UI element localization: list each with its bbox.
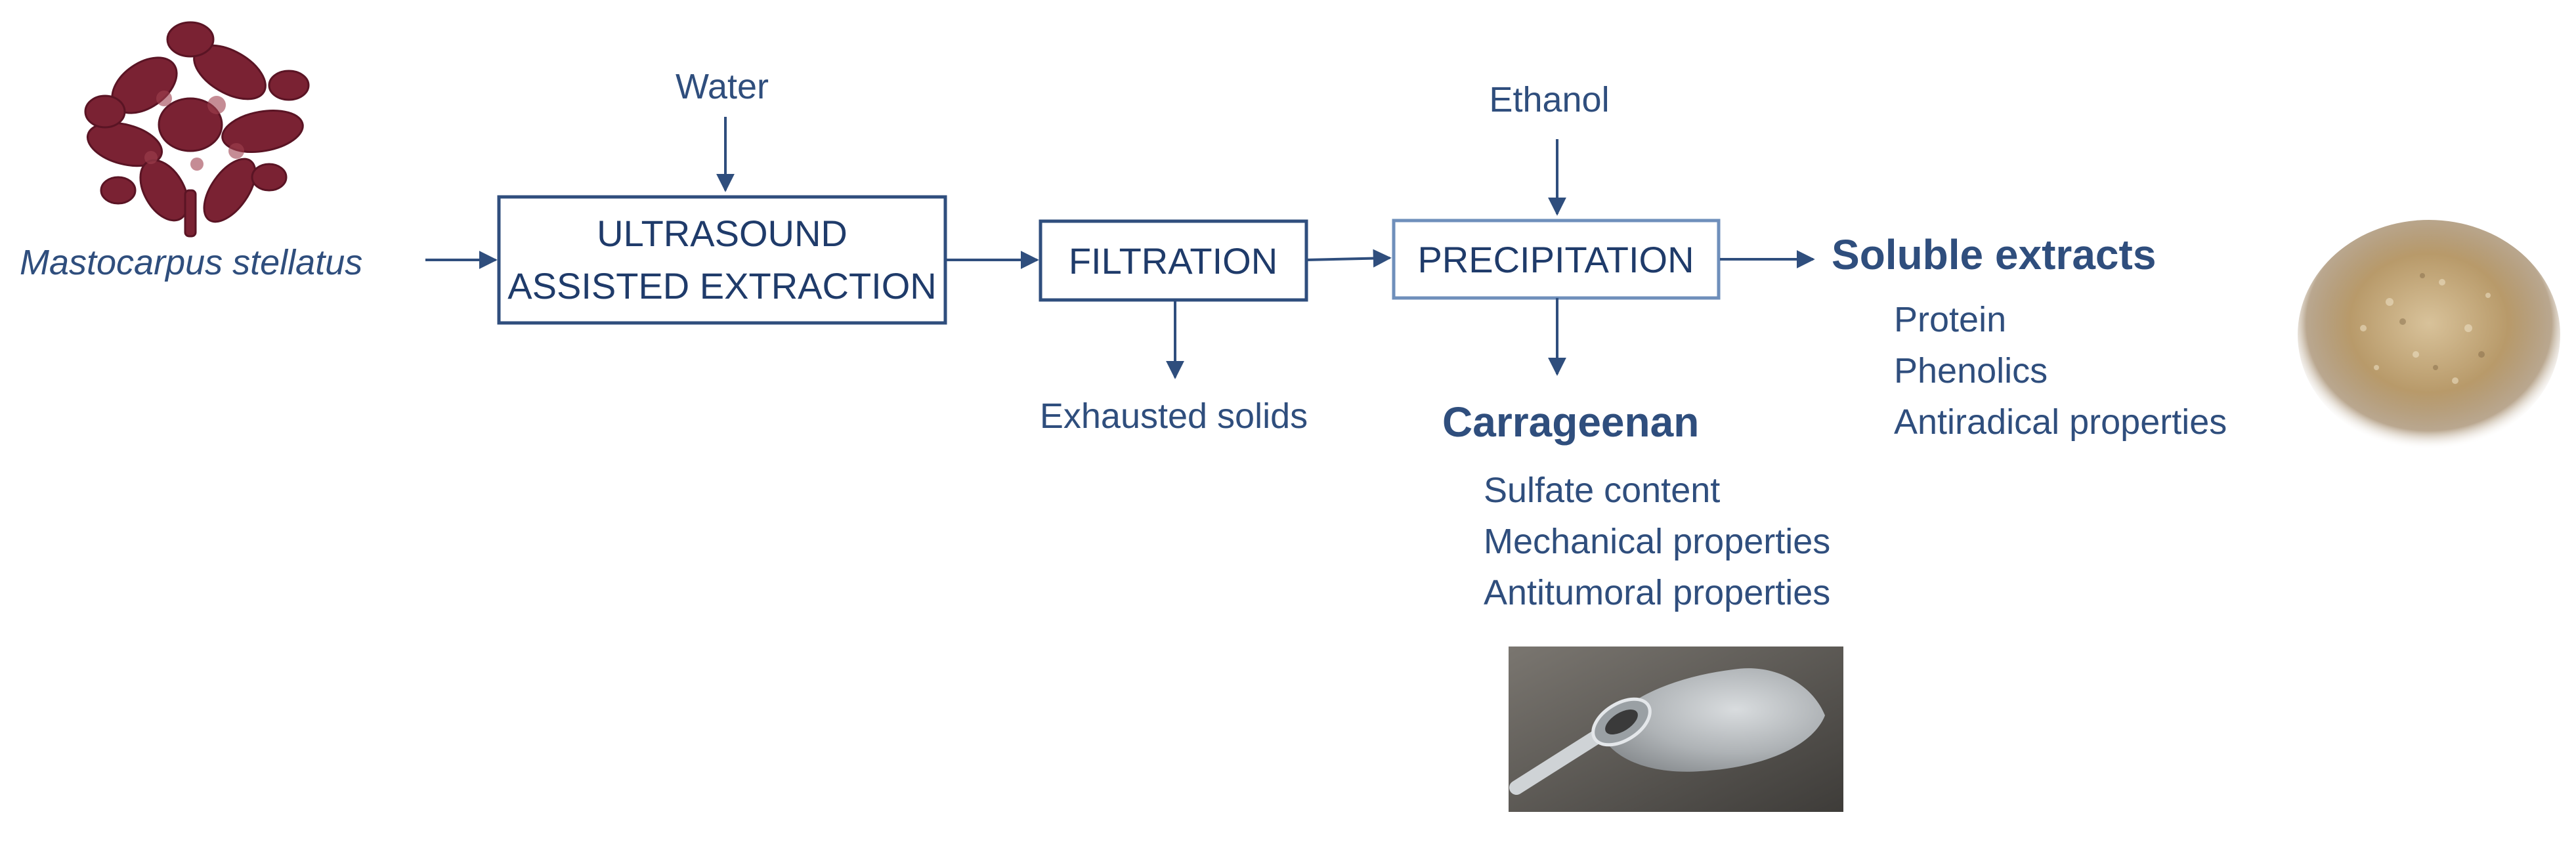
extraction-label-line2: ASSISTED EXTRACTION xyxy=(507,265,936,307)
filtration-label: FILTRATION xyxy=(1069,240,1277,282)
water-label: Water xyxy=(676,67,769,106)
filtration-to-precipitation-arrow xyxy=(1306,249,1392,268)
carrageenan-prop-1: Sulfate content xyxy=(1484,471,1720,510)
carrageenan-title: Carrageenan xyxy=(1442,398,1699,446)
exhausted-solids-label: Exhausted solids xyxy=(1040,396,1308,436)
source-label: Mastocarpus stellatus xyxy=(20,243,362,282)
powder-image xyxy=(2298,220,2560,450)
precipitation-label: PRECIPITATION xyxy=(1417,239,1694,280)
extraction-label-line1: ULTRASOUND xyxy=(597,213,848,254)
carrageenan-prop-2: Mechanical properties xyxy=(1484,522,1830,561)
filtration-box xyxy=(1039,219,1308,302)
soluble-prop-1: Protein xyxy=(1894,300,2006,339)
ethanol-label: Ethanol xyxy=(1489,80,1609,119)
carrageenan-prop-3: Antitumoral properties xyxy=(1484,573,1830,612)
soluble-extracts-title: Soluble extracts xyxy=(1832,231,2156,278)
precipitation-box xyxy=(1392,219,1721,300)
seaweed-image xyxy=(84,21,310,238)
soluble-prop-3: Antiradical properties xyxy=(1894,402,2227,442)
soluble-prop-2: Phenolics xyxy=(1894,351,2048,391)
carrageenan-photo xyxy=(1509,647,1843,812)
